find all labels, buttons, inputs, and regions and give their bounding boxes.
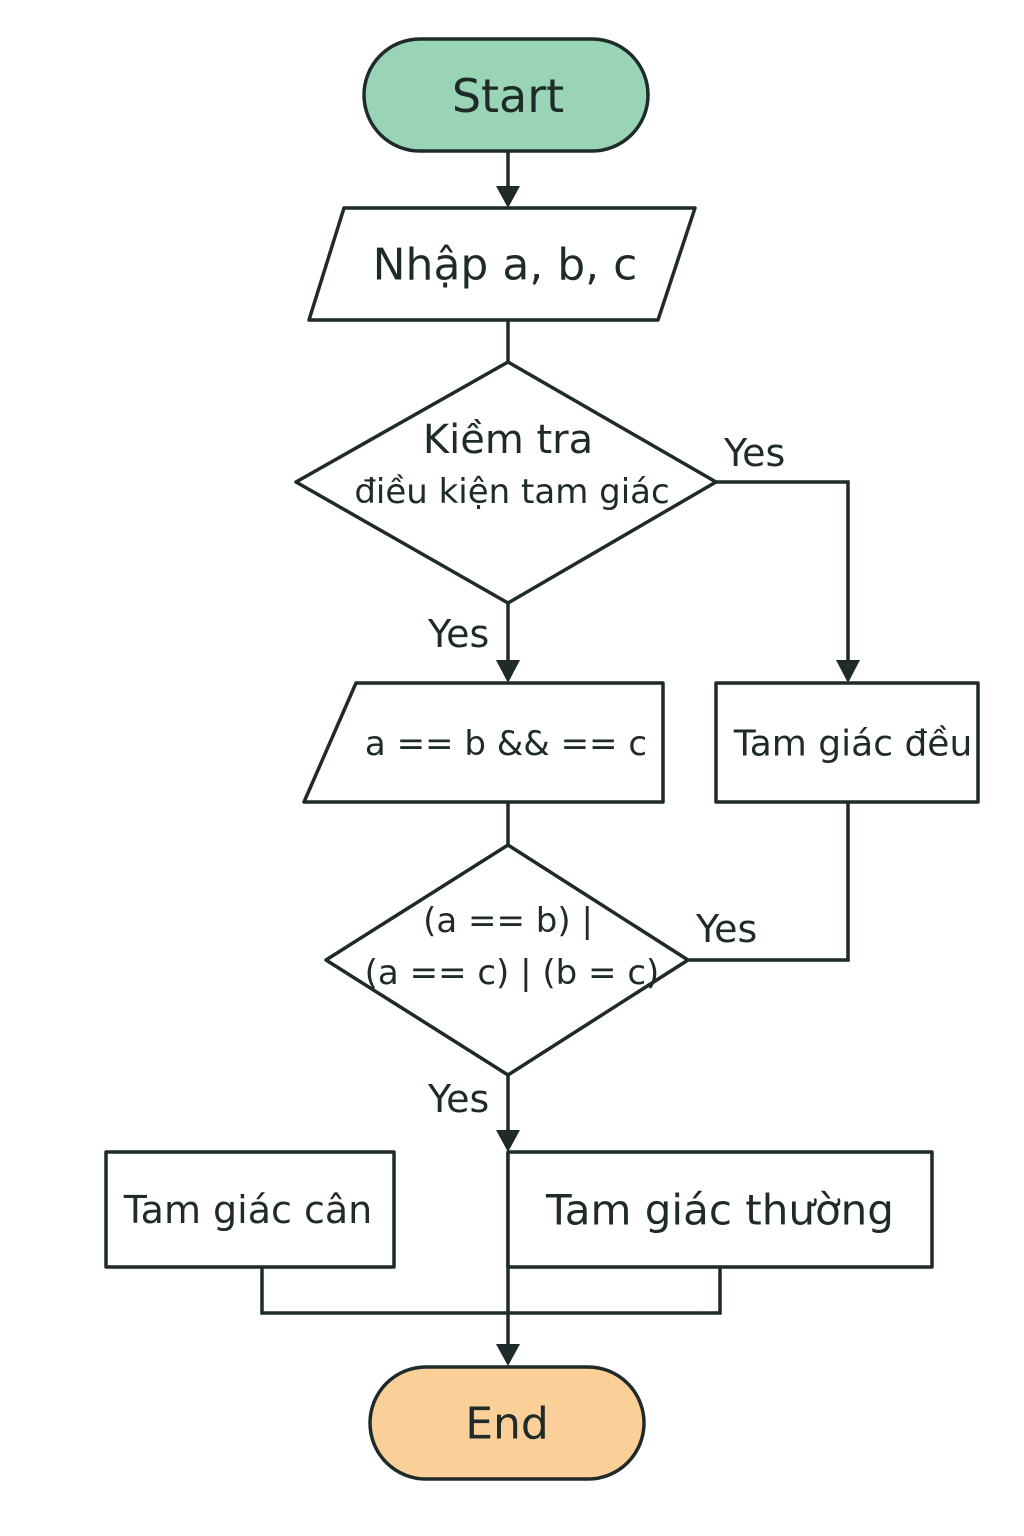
input-node: Nhập a, b, c [307,206,697,322]
isosceles-box-shape [104,1150,396,1269]
equal-condition-node: a == b && == c [302,681,665,804]
input-label: Nhập a, b, c [373,240,638,291]
triangle-check-label-line1: Kiềm tra [423,417,593,463]
equal-condition-label: a == b && == c [365,724,647,764]
connector-isosceles-merge [260,1267,508,1315]
connector-scalene-merge [508,1267,722,1315]
triangle-check-decision: Kiềm tra điều kiện tam giác [294,360,718,605]
edge-label-iso-right-yes: Yes [695,907,757,951]
isosceles-node: Tam giác cân [104,1150,396,1269]
equilateral-node: Tam giác đều [714,681,980,804]
arrowhead-equal-condition [496,660,520,683]
triangle-check-diamond-shape [294,360,718,605]
end-label: End [465,1399,549,1450]
scalene-node: Tam giác thường [506,1150,934,1269]
start-node: Start [362,37,650,153]
arrowhead-input [496,186,520,208]
connector-check-yes-right [715,480,850,662]
equal-condition-parallelogram-shape [302,681,665,804]
start-terminator-shape [362,37,650,153]
isosceles-check-decision: (a == b) | (a == c) | (b = c) [324,843,690,1077]
isosceles-label: Tam giác cân [123,1188,373,1232]
triangle-check-label-line2: điều kiện tam giác [354,472,669,512]
isosceles-check-label-line1: (a == b) | [423,901,593,941]
equilateral-box-shape [714,681,980,804]
connector-iso-yes-right [688,802,850,962]
scalene-label: Tam giác thường [545,1186,894,1235]
arrowhead-equilateral [836,660,860,683]
arrowhead-end [496,1344,520,1366]
arrowhead-scalene [496,1130,520,1152]
isosceles-check-diamond-shape [324,843,690,1077]
end-terminator-shape [368,1365,646,1481]
isosceles-check-label-line2: (a == c) | (b = c) [365,953,660,993]
equilateral-label: Tam giác đều [733,724,973,765]
edge-label-iso-down-yes: Yes [427,1077,489,1121]
input-parallelogram-shape [307,206,697,322]
scalene-box-shape [506,1150,934,1269]
start-label: Start [452,69,564,123]
edge-label-check-right-yes: Yes [723,431,785,475]
end-node: End [368,1365,646,1481]
edge-label-check-down-yes: Yes [427,612,489,656]
